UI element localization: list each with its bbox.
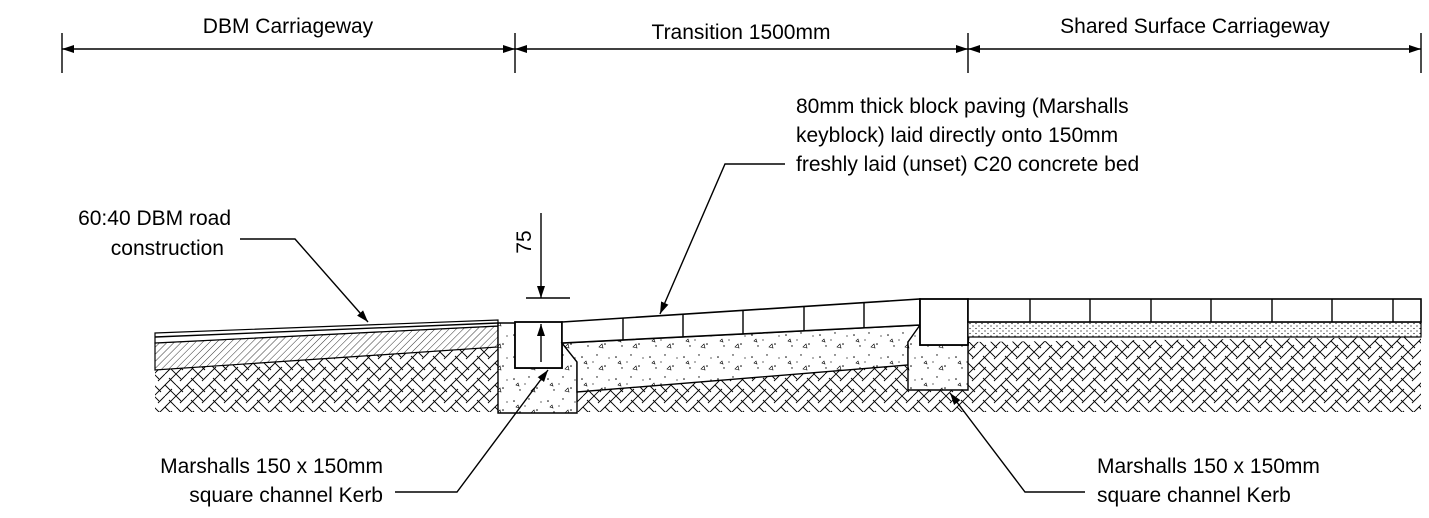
- left-kerb-leader: [395, 369, 549, 493]
- dbm-road-leader: [240, 238, 369, 323]
- kerb-upstand-label: 75: [513, 230, 536, 253]
- block-paving-leader: [659, 163, 785, 315]
- block-paving-callout-line-3: freshly laid (unset) C20 concrete bed: [796, 153, 1139, 176]
- dim-label-transition: Transition 1500mm: [652, 21, 831, 44]
- shared-surface-bedding: [967, 321, 1422, 338]
- block-paving-callout-line-2: keyblock) laid directly onto 150mm: [796, 124, 1118, 147]
- block-paving-callout-line-1: 80mm thick block paving (Marshalls: [796, 95, 1129, 118]
- dbm-road-callout-line-2: construction: [111, 237, 224, 260]
- dbm-road-callout-line-1: 60:40 DBM road: [78, 207, 231, 230]
- right-channel-kerb: [919, 298, 969, 346]
- right-kerb-leader: [949, 392, 1085, 493]
- right-kerb-callout-line-2: square channel Kerb: [1097, 484, 1291, 507]
- shared-surface-block-paving: [967, 298, 1422, 323]
- left-kerb-callout-line-1: Marshalls 150 x 150mm: [160, 455, 383, 478]
- left-channel-kerb: [514, 321, 563, 369]
- left-kerb-callout-line-2: square channel Kerb: [189, 484, 383, 507]
- right-kerb-callout-line-1: Marshalls 150 x 150mm: [1097, 455, 1320, 478]
- kerb-upstand-dimension: [526, 213, 570, 362]
- dim-label-dbm-carriageway: DBM Carriageway: [203, 15, 374, 38]
- dim-label-shared-surface: Shared Surface Carriageway: [1060, 15, 1330, 38]
- dimension-line-group: [61, 33, 1422, 73]
